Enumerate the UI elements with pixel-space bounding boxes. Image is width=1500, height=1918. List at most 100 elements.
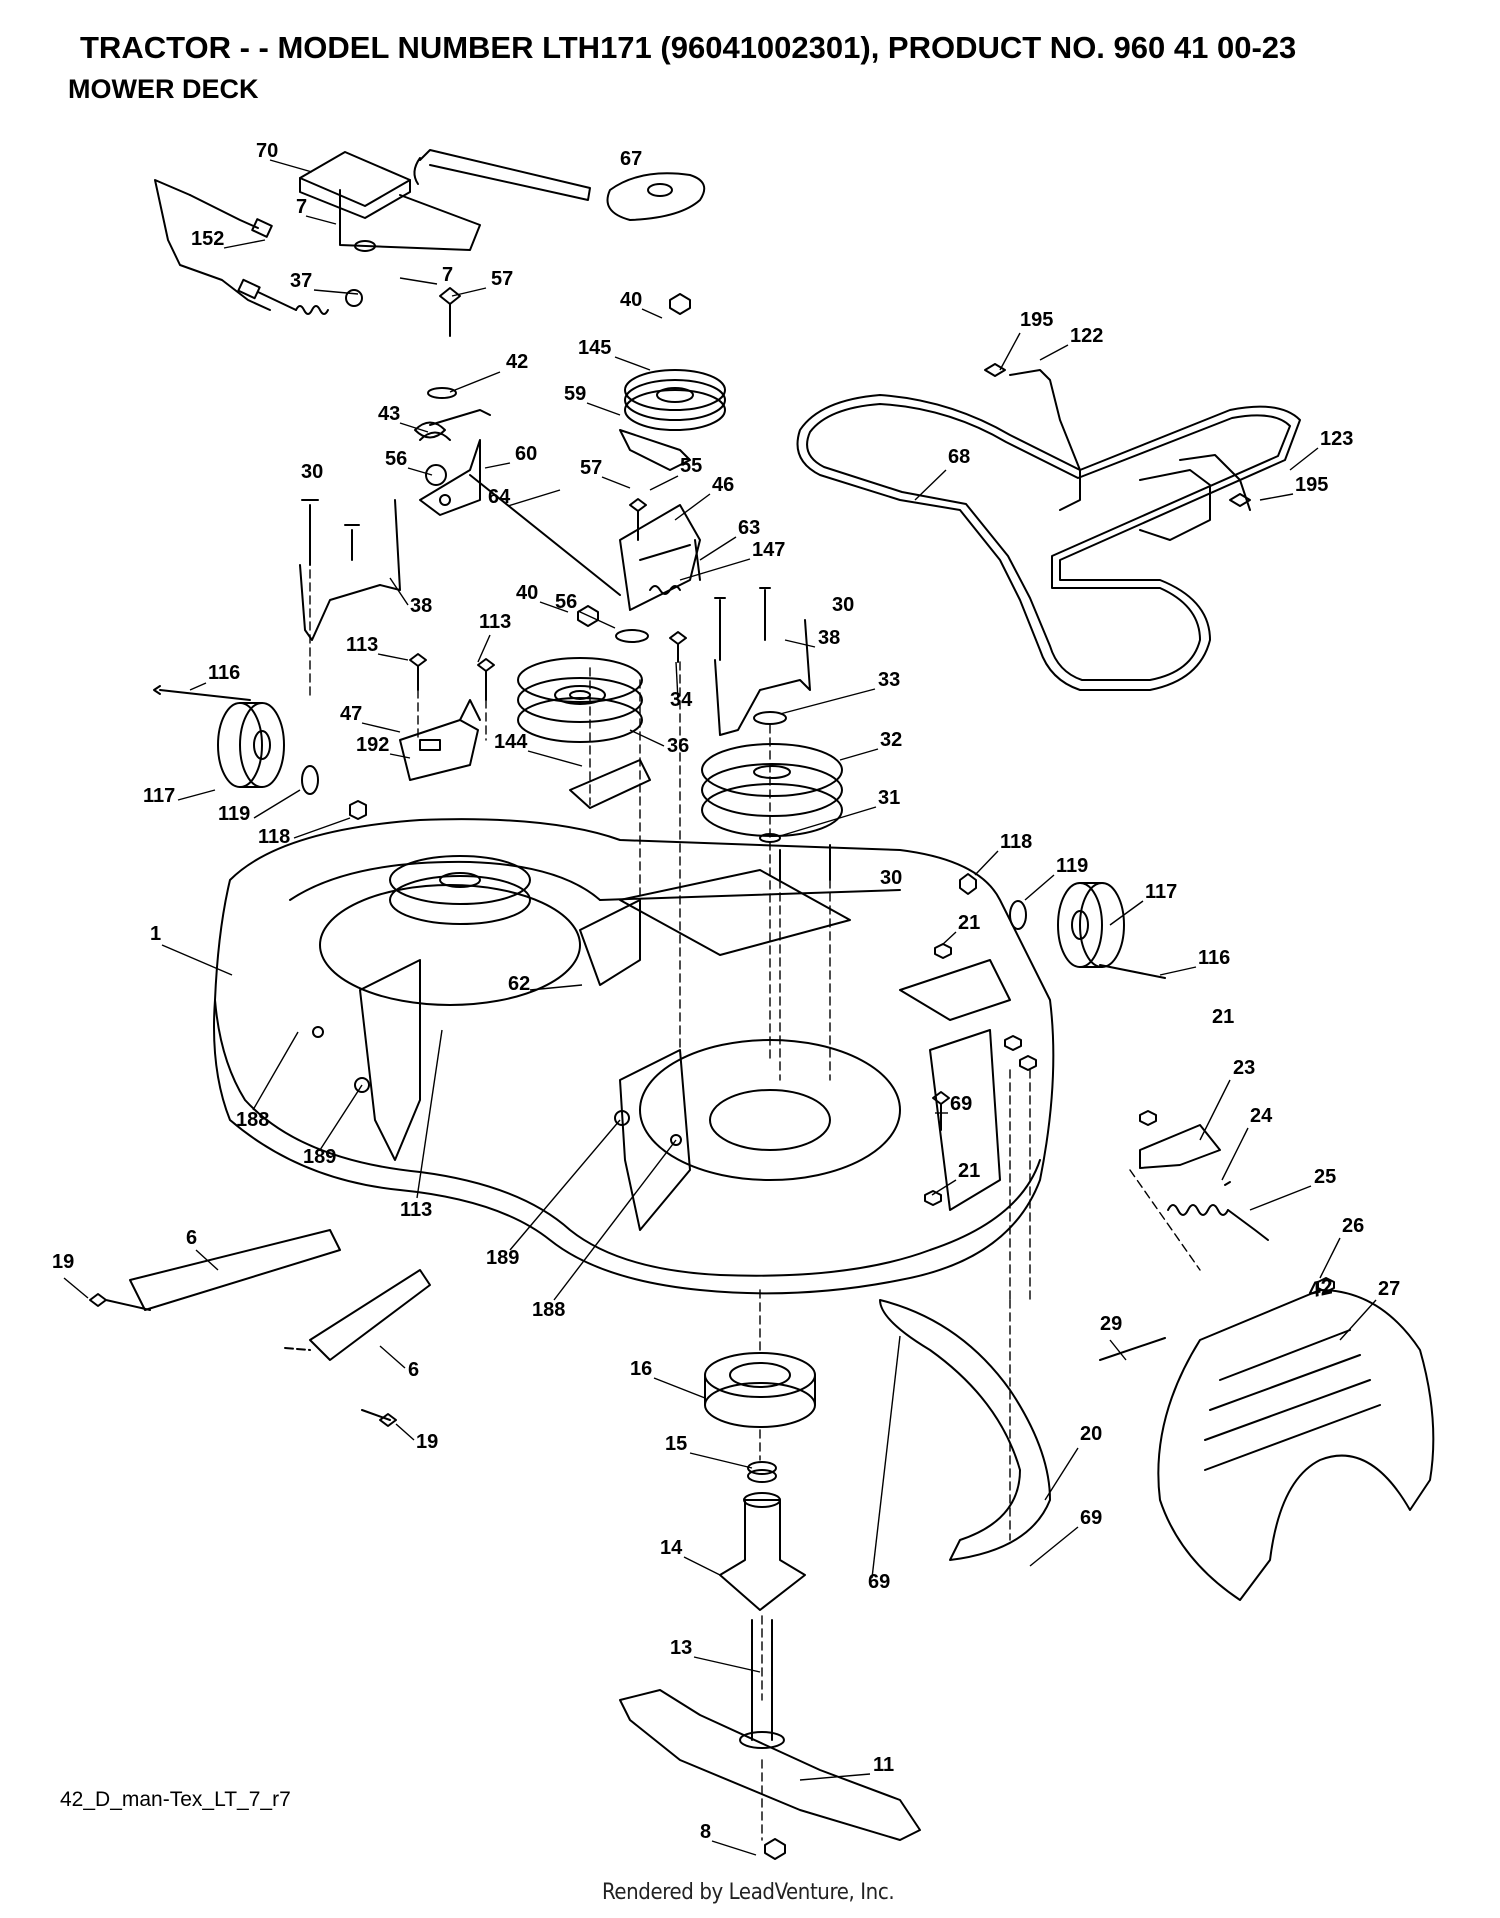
spindle-pulley-32-part	[701, 743, 843, 837]
part-callout-c69c: 69	[868, 1571, 890, 1593]
leader-line-c33	[779, 688, 876, 715]
leader-line-c60	[484, 462, 511, 469]
deck-lift-bracket-part	[299, 149, 591, 252]
hitch-bracket-assembly	[399, 653, 495, 781]
part-callout-c188a: 188	[236, 1109, 269, 1131]
leader-line-c119b	[1024, 874, 1055, 901]
right-gauge-wheel-assembly	[959, 873, 1166, 979]
leader-line-c40a	[641, 308, 663, 319]
part-callout-c68: 68	[948, 446, 970, 468]
leader-line-c70	[269, 159, 313, 173]
leader-line-c26	[1319, 1237, 1341, 1279]
part-callout-c37: 37	[290, 270, 312, 292]
leader-line-c43	[399, 422, 429, 433]
part-callout-c123: 123	[1320, 428, 1353, 450]
leader-line-c31	[779, 806, 877, 837]
part-callout-c38b: 38	[818, 627, 840, 649]
part-callout-c34: 34	[670, 689, 693, 711]
leader-line-c20	[1044, 1447, 1079, 1501]
leader-line-c34	[675, 661, 679, 701]
part-callout-c118b: 118	[1000, 831, 1032, 853]
leader-line-c144	[527, 750, 583, 767]
part-callout-c7b: 7	[442, 264, 453, 286]
leader-line-c27	[1339, 1299, 1377, 1341]
part-callout-c192: 192	[356, 734, 389, 756]
discharge-chute-part	[1157, 1289, 1435, 1601]
leader-line-c64	[507, 489, 561, 507]
part-callout-c195a: 195	[1020, 309, 1053, 331]
leader-line-c47	[361, 722, 401, 733]
part-callout-c117b: 117	[1145, 881, 1177, 903]
part-callout-c69a: 69	[950, 1093, 972, 1115]
alignment-lines	[309, 569, 1201, 1841]
part-callout-c21a: 21	[958, 912, 980, 934]
part-callout-c69b: 69	[1080, 1507, 1102, 1529]
right-height-bracket-assembly	[714, 587, 811, 736]
deck-hanger-brackets-part	[359, 899, 1001, 1231]
idler-pulley-top-assembly	[619, 293, 726, 471]
leader-line-c69b	[1029, 1526, 1079, 1567]
part-callout-c195b: 195	[1295, 474, 1328, 496]
leader-line-c15	[689, 1452, 753, 1469]
part-callout-c13: 13	[670, 1637, 692, 1659]
leader-line-c113a	[377, 653, 409, 661]
leader-line-c7a	[305, 215, 337, 225]
bolt-34-part	[669, 631, 687, 663]
mower-deck-shell-part	[213, 818, 1055, 1295]
part-callout-c6b: 6	[408, 1359, 419, 1381]
part-callout-c59: 59	[564, 383, 586, 405]
part-callout-c60: 60	[515, 443, 537, 465]
part-callout-c36: 36	[667, 735, 689, 757]
leader-line-c21c	[931, 1179, 957, 1196]
part-callout-c56b: 56	[555, 591, 577, 613]
leader-line-c56a	[407, 467, 433, 476]
leader-line-c42	[449, 371, 501, 393]
part-callout-c43: 43	[378, 403, 400, 425]
part-callout-c152: 152	[191, 228, 224, 250]
part-callout-c189a: 189	[303, 1146, 336, 1168]
leader-line-c192	[389, 753, 411, 759]
part-callout-c118a: 118	[258, 826, 290, 848]
part-callout-c117a: 117	[143, 785, 175, 807]
part-callout-c116b: 116	[1198, 947, 1230, 969]
leader-line-c19a	[63, 1277, 89, 1299]
fitting-188b-part	[670, 1134, 682, 1146]
leader-line-c116a	[189, 682, 207, 691]
engagement-cable-part	[154, 179, 329, 315]
part-callout-c25: 25	[1314, 1166, 1336, 1188]
leader-line-c38b	[784, 639, 816, 648]
part-callout-c8: 8	[700, 1821, 711, 1843]
leader-line-c188a	[252, 1031, 299, 1111]
fitting-188-part	[312, 1026, 324, 1038]
leader-line-c21a	[941, 931, 957, 946]
left-gauge-wheel-assembly	[153, 685, 367, 820]
part-callout-c113c: 113	[400, 1199, 432, 1221]
leader-line-c19b	[395, 1423, 415, 1441]
part-callout-c19b: 19	[416, 1431, 438, 1453]
chute-bracket-spring-assembly	[1139, 1124, 1269, 1241]
idler-pulley-middle-part	[517, 657, 643, 743]
part-callout-c116a: 116	[208, 662, 240, 684]
leader-line-c16	[653, 1377, 706, 1399]
part-callout-c24: 24	[1250, 1105, 1273, 1127]
part-callout-c57a: 57	[491, 268, 513, 290]
leader-line-c46	[674, 493, 711, 521]
idler-rod-part	[469, 474, 621, 596]
leader-line-c195b	[1259, 493, 1294, 501]
part-callout-c1: 1	[150, 923, 161, 945]
spindle-stack-part	[619, 1352, 921, 1860]
leader-line-c59	[586, 402, 621, 416]
leader-line-c6a	[195, 1249, 219, 1271]
leader-line-c55	[649, 475, 679, 491]
rod-29-part	[1099, 1337, 1166, 1361]
leader-line-c123	[1289, 447, 1319, 471]
left-height-bracket-assembly	[299, 499, 401, 641]
washer-37-part	[345, 289, 363, 307]
leader-line-c7b	[399, 277, 438, 285]
leader-line-c57b	[601, 476, 631, 489]
leader-line-c118b	[974, 850, 999, 876]
part-callout-c122: 122	[1070, 325, 1103, 347]
part-callout-c38a: 38	[410, 595, 432, 617]
belt-guide-rods-part	[984, 363, 1251, 541]
